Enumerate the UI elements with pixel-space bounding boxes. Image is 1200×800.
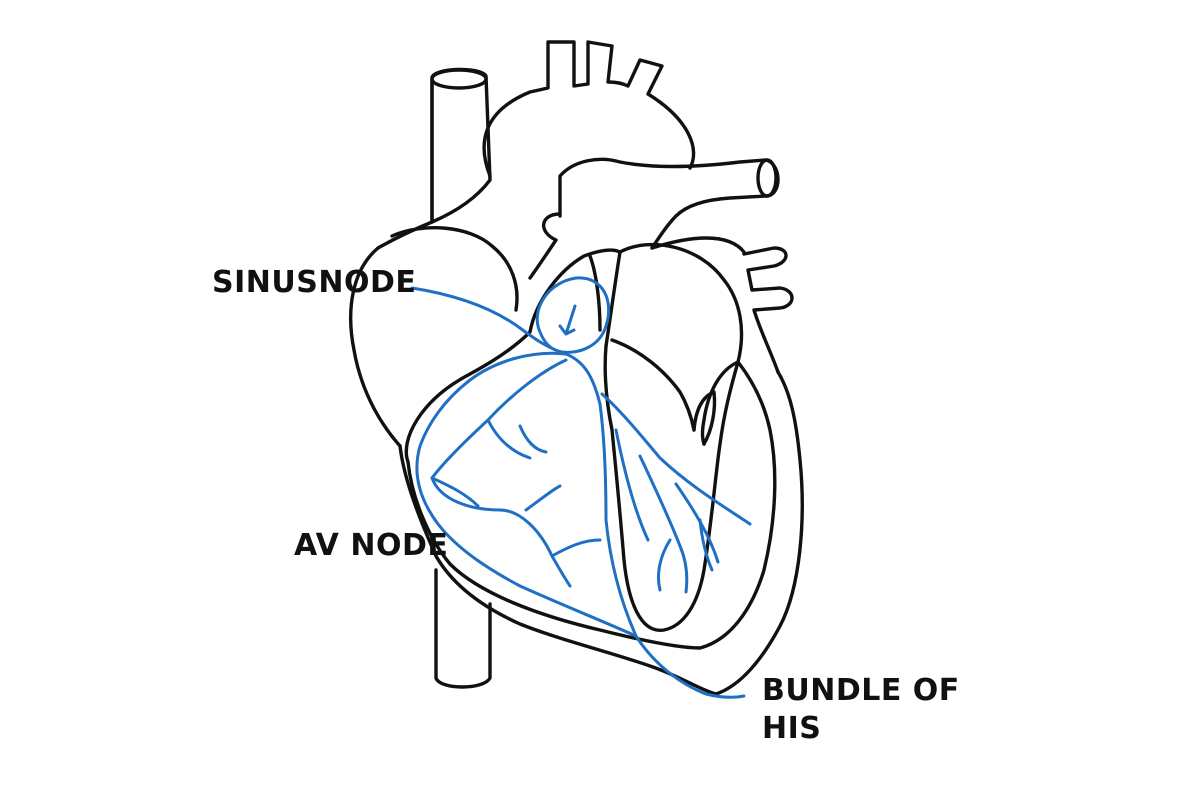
right-branch-3 [430,476,480,508]
label-av-node: AV NODE [294,528,449,563]
left-branch-4 [614,428,650,542]
superior-vena-cava [430,67,492,224]
right-branch-2 [518,424,548,454]
right-atrium-inner [390,226,519,312]
mitral-valve-left [610,338,696,432]
left-atrium [650,236,794,374]
right-branch-5 [550,538,602,558]
bundle-of-his-path [604,518,746,699]
internodal-path [564,352,608,522]
left-branch-1 [638,454,689,594]
vena-cava-left-wall [376,78,434,250]
pulmonary-artery-opening [756,158,778,198]
left-branch-3 [698,518,714,572]
papillary-muscle [692,390,717,446]
label-bundle-of-his-line1: BUNDLE OF [762,673,960,708]
sinus-node-leader [410,286,568,356]
mitral-valve-right [700,360,740,446]
heart-outline [349,40,804,696]
inferior-vena-cava [434,568,492,689]
left-bundle-main [600,392,752,526]
septum-upper-line [588,254,602,332]
right-branch-1 [486,418,532,460]
sinus-node-arrow [558,304,577,336]
conduction-system [410,276,752,699]
ventricle-inner-wall [404,248,622,464]
right-branch-4 [524,484,562,512]
ventricle-inner-bottom [406,360,777,650]
pulmonary-artery [558,157,780,250]
aortic-root-line [604,250,622,348]
ventricle-outer-wall [398,370,804,696]
pulmonary-trunk-left [528,212,562,280]
label-bundle-of-his: BUNDLE OF HIS [762,672,960,748]
left-branch-5 [656,538,672,592]
aortic-arch [482,40,696,178]
label-bundle-of-his-line2: HIS [762,711,822,746]
left-ventricle-chamber [603,242,744,632]
right-conduction-loop [415,351,638,638]
superior-vena-cava-opening [430,68,488,90]
right-atrium [349,246,402,448]
label-sinus-node: SINUSNODE [212,265,417,300]
